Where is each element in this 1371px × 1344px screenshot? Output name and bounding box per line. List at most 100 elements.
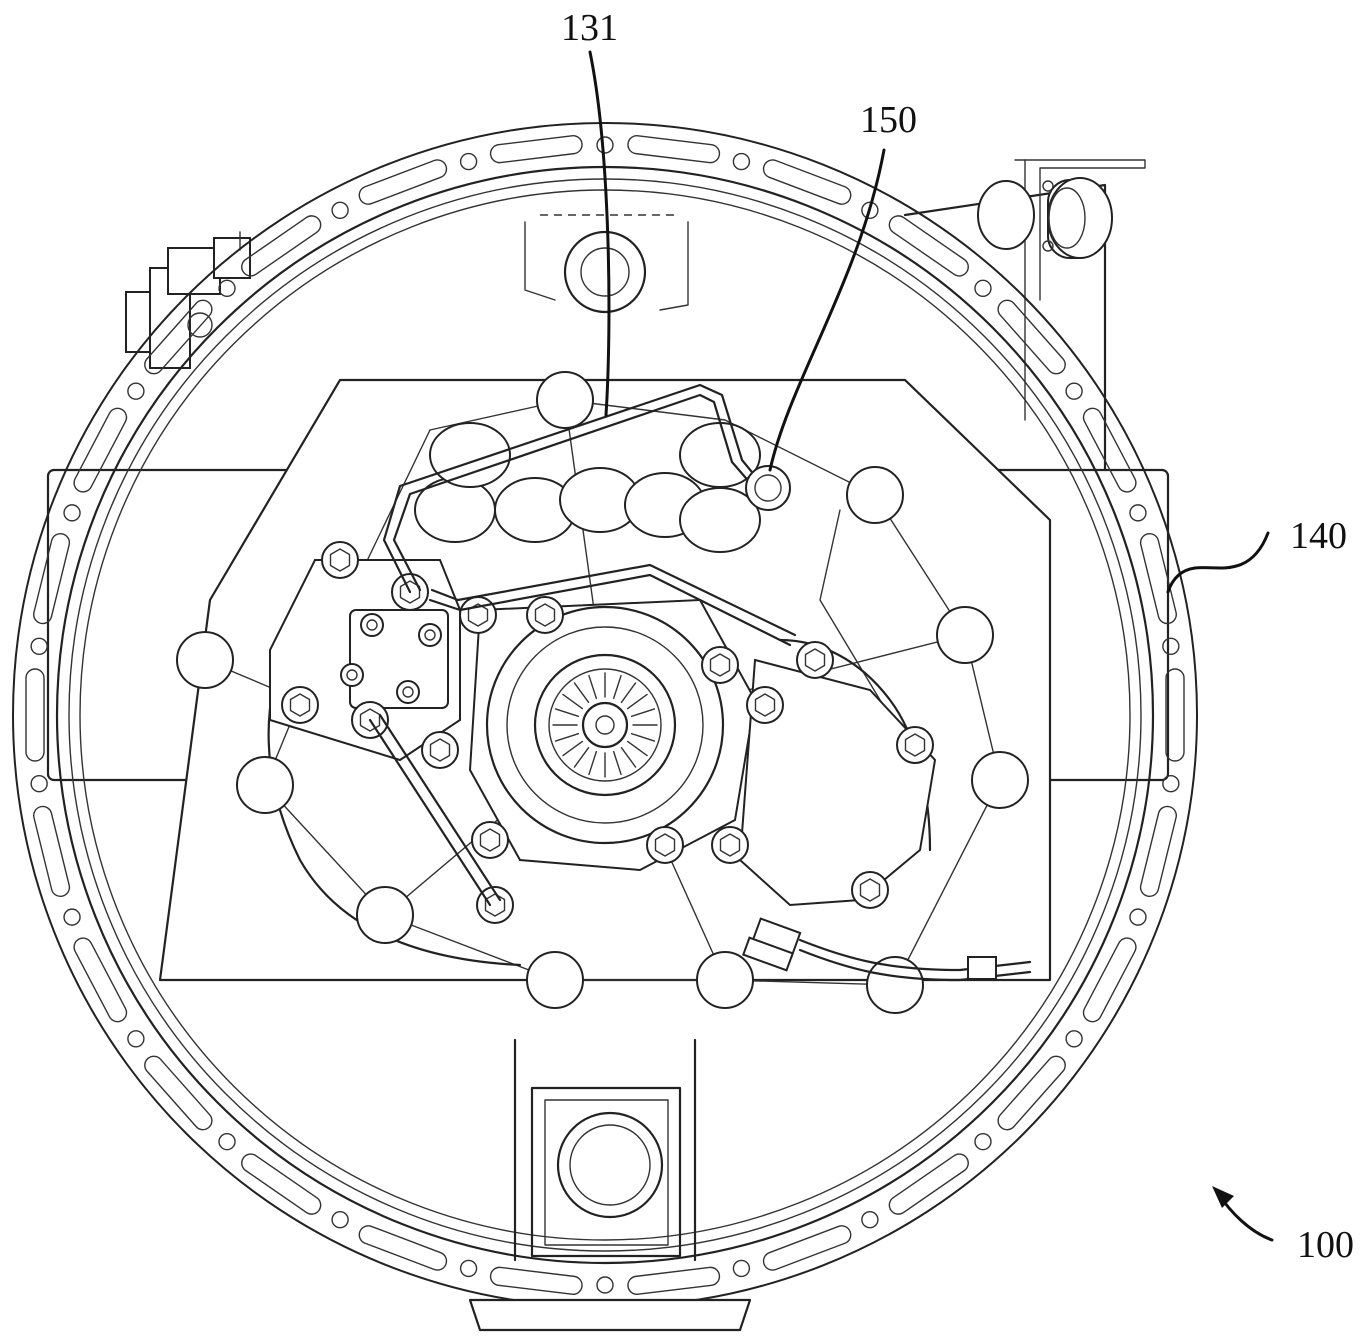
ring-hole — [63, 908, 81, 926]
ring-hole — [331, 1211, 349, 1229]
bolt-hex — [399, 580, 421, 604]
bolt-head — [896, 726, 934, 764]
bolt-head — [526, 596, 564, 634]
ring-hole — [30, 637, 48, 655]
housing-lugs — [176, 371, 1029, 1014]
ring-slot — [997, 299, 1066, 375]
bolt-hex — [479, 828, 501, 852]
spline-tooth — [620, 682, 637, 704]
ring-hole — [1129, 908, 1147, 926]
bolt-hex — [429, 738, 451, 762]
lug-boss — [536, 371, 594, 429]
bolt-hex — [859, 878, 881, 902]
ring-slot — [888, 215, 969, 277]
bolt-head — [459, 596, 497, 634]
ring-hole — [861, 201, 879, 219]
bottom-drain-boss — [468, 1038, 752, 1332]
ring-slot — [241, 1153, 322, 1215]
breather-cap-assembly — [977, 177, 1113, 259]
bolt-hex — [754, 693, 776, 717]
plate-bolt — [396, 680, 420, 704]
ring-hole — [1065, 1030, 1083, 1048]
ring-slot — [627, 134, 721, 164]
ring-slot — [489, 134, 583, 164]
ring-hole — [218, 1132, 236, 1151]
bolt-head — [746, 686, 784, 724]
casting-boss — [429, 422, 511, 488]
ring-hole — [218, 279, 236, 298]
spline-tooth — [554, 732, 580, 742]
spline-tooth — [626, 740, 648, 757]
ring-slot — [1139, 805, 1177, 898]
bolt-head — [321, 541, 359, 579]
lug-boss — [236, 756, 294, 814]
spline-tooth — [630, 732, 656, 742]
ring-slot — [144, 299, 213, 375]
lug-boss — [971, 751, 1029, 809]
bolt-head — [796, 641, 834, 679]
bolt-hex — [654, 833, 676, 857]
bolt-hex — [719, 833, 741, 857]
ring-slot — [1165, 668, 1185, 762]
label-140: 140 — [1290, 515, 1347, 557]
ring-slot — [762, 159, 852, 205]
lug-boss — [846, 466, 904, 524]
bolt-head — [701, 646, 739, 684]
ring-slot — [358, 1225, 448, 1271]
bolt-hex — [329, 548, 351, 572]
plate-bolt — [340, 663, 364, 687]
ring-hole — [459, 152, 478, 171]
lug-boss — [866, 956, 924, 1014]
ring-hole — [596, 1276, 614, 1294]
ring-slot — [33, 532, 71, 625]
central-hub — [468, 598, 757, 872]
spline-tooth — [626, 693, 648, 710]
spline-tooth — [630, 708, 656, 718]
ring-hole — [127, 1030, 145, 1048]
spline-tooth — [612, 750, 622, 776]
ring-slot — [1082, 407, 1137, 493]
ring-slot — [73, 407, 128, 493]
bolt-hex — [534, 603, 556, 627]
ring-hole — [30, 775, 48, 793]
ring-hole — [732, 152, 751, 171]
output-spline — [552, 672, 658, 778]
ring-slot — [358, 159, 448, 205]
spline-tooth — [562, 740, 584, 757]
bolt-hex — [289, 693, 311, 717]
spline-tooth — [562, 693, 584, 710]
reference-numerals: 131 150 140 100 — [561, 7, 1354, 1266]
bolt-head — [711, 826, 749, 864]
bolt-head — [476, 886, 514, 924]
spline-tooth — [588, 674, 598, 700]
ring-hole — [1162, 775, 1180, 793]
lug-boss — [356, 886, 414, 944]
lug-boss — [176, 631, 234, 689]
ring-slot — [489, 1266, 583, 1296]
lug-boss — [936, 606, 994, 664]
bolt-head — [646, 826, 684, 864]
spline-tooth — [573, 682, 590, 704]
label-131: 131 — [561, 7, 618, 49]
plate-bolt-center — [346, 669, 358, 681]
fitting-150 — [745, 465, 791, 511]
ring-hole — [63, 504, 81, 522]
ring-slot — [888, 1153, 969, 1215]
oil-pipe-131 — [368, 383, 797, 907]
ring-hole — [1129, 504, 1147, 522]
bolt-hex — [904, 733, 926, 757]
ring-hole — [459, 1259, 478, 1278]
ring-slot — [1082, 937, 1137, 1023]
spline-tooth — [588, 750, 598, 776]
ring-slot — [25, 668, 45, 762]
bolt-head — [851, 871, 889, 909]
label-100: 100 — [1297, 1224, 1354, 1266]
ring-slot — [1139, 532, 1177, 625]
ring-slot — [33, 805, 71, 898]
right-side-cover — [738, 658, 937, 907]
spline-tooth — [620, 746, 637, 768]
left-connector-cluster — [125, 231, 251, 369]
plate-bolt-center — [366, 619, 378, 631]
ring-slot — [997, 1055, 1066, 1131]
plate-bolt — [418, 623, 442, 647]
